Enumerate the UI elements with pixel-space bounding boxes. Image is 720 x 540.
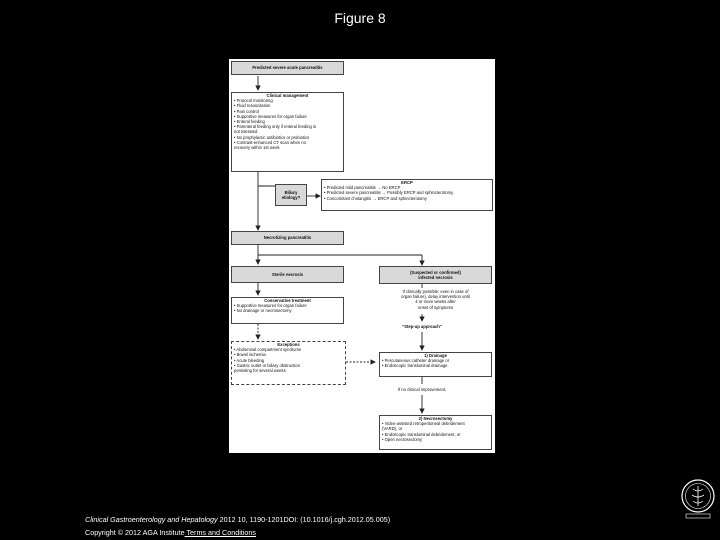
delay-note-line: onset of symptoms [417,304,454,310]
exceptions-box: Exceptions • Abdominal compartment syndr… [231,341,346,385]
ercp-item: • Predicted mild pancreatitis → No ERCP [324,185,401,191]
clinical-management-item: • Protocol monitoring [234,98,273,104]
conservative-treatment-box: Conservative treatment • Supportive meas… [231,297,344,324]
clinical-management-item: • No prophylactic antibiotics or probiot… [234,134,310,140]
infected-necrosis-line1: (Suspected or confirmed) [410,269,461,275]
slide-title: Figure 8 [334,10,386,26]
clinical-management-item: • Parenteral feeding only if enteral fee… [234,124,317,130]
drainage-item: • Percutaneous catheter drainage or [382,358,450,364]
copyright-text: Copyright © 2012 AGA Institute [85,528,185,537]
journal-name: Clinical Gastroenterology and Hepatology [85,515,218,524]
step-up-approach-label: "Step-up approach" [402,324,442,329]
biliary-etiology-label: Biliary etiology? [281,189,301,200]
necrosectomy-item: • Endoscopic transluminal debridement, o… [382,431,461,437]
necrosectomy-item: • Video-assisted retroperitoneal debride… [382,421,465,427]
infected-necrosis-line2: infected necrosis [418,275,453,280]
ercp-list: • Predicted mild pancreatitis → No ERCP … [322,185,492,201]
delay-note-line: 4 or more weeks after [415,299,456,305]
exceptions-item: persisting for several weeks [234,368,286,374]
terms-and-conditions-link[interactable]: Terms and Conditions [184,528,256,537]
delay-note-line: organ failure), delay intervention until [401,294,470,300]
delay-intervention-note: If clinically possible: even in case of … [377,289,494,310]
exceptions-item: • Abdominal compartment syndrome [234,347,302,353]
citation-line: Clinical Gastroenterology and Hepatology… [85,515,390,524]
citation-details: 2012 10, 1190-1201DOI: (10.1016/j.cgh.20… [217,515,391,524]
clinical-management-title: Clinical management [266,93,309,98]
necrosectomy-box: 2) Necrosectomy • Video-assisted retrope… [379,415,492,450]
ercp-title: ERCP [401,180,413,185]
clinical-management-item: recovery within 1st week [234,145,280,151]
clinical-management-item: • Pain control [234,108,259,114]
exceptions-list: • Abdominal compartment syndrome • Bowel… [232,347,345,373]
infected-necrosis-box: (Suspected or confirmed) infected necros… [379,266,492,284]
clinical-management-item: • Enteral feeding [234,119,265,125]
sterile-necrosis-label: Sterile necrosis [271,271,304,277]
necrosectomy-item: • Open necrosectomy [382,436,423,442]
drainage-box: 1) Drainage • Percutaneous catheter drai… [379,352,492,377]
clinical-management-item: • Supportive measures for organ failure [234,113,307,119]
sterile-necrosis-box: Sterile necrosis [231,266,344,283]
predicted-severe-pancreatitis-box: Predicted severe acute pancreatitis [231,61,344,75]
ercp-box: ERCP • Predicted mild pancreatitis → No … [321,179,493,211]
clinical-management-item: not tolerated [234,129,258,135]
delay-note-line: If clinically possible: even in case of [402,289,469,294]
clinical-management-list: • Protocol monitoring • Fluid resuscitat… [232,98,343,150]
exceptions-item: • Acute bleeding [234,357,265,363]
necrosectomy-item: (VARD), or [382,426,403,432]
flowchart-connectors [255,76,425,414]
predicted-severe-pancreatitis-label: Predicted severe acute pancreatitis [252,65,323,71]
conservative-treatment-item: • Supportive measures for organ failure [234,303,307,309]
exceptions-item: • Gastric outlet or biliary obstruction [234,362,300,368]
necrosectomy-title: 2) Necrosectomy [418,416,453,421]
flowchart-figure: Predicted severe acute pancreatitis Clin… [229,59,495,453]
biliary-etiology-box: Biliary etiology? [275,184,307,206]
conservative-treatment-item: • No drainage or necrosectomy [234,308,292,314]
necrosectomy-list: • Video-assisted retroperitoneal debride… [380,421,491,442]
clinical-management-item: • Fluid resuscitation [234,103,271,109]
aga-seal-logo-icon [681,479,715,519]
ercp-item: • Predicted severe pancreatitis → Possib… [324,190,454,196]
necrotizing-pancreatitis-box: Necrotizing pancreatitis [231,231,344,245]
necrotizing-pancreatitis-label: Necrotizing pancreatitis [263,235,312,241]
exceptions-title: Exceptions [277,342,300,347]
ercp-item: • Concomitant cholangitis → ERCP and sph… [324,195,427,201]
conservative-treatment-title: Conservative treatment [264,298,311,303]
drainage-title: 1) Drainage [424,353,447,358]
clinical-management-box: Clinical management • Protocol monitorin… [231,92,344,172]
clinical-management-item: • Contrast-enhanced CT scan when no [234,139,306,145]
copyright-line: Copyright © 2012 AGA Institute Terms and… [85,528,256,537]
drainage-item: • Endoscopic transluminal drainage [382,363,448,369]
conservative-treatment-list: • Supportive measures for organ failure … [232,303,343,313]
exceptions-item: • Bowel ischemia [234,352,266,358]
drainage-list: • Percutaneous catheter drainage or • En… [380,358,491,368]
no-improvement-note: If no clinical improvement, [397,387,447,392]
